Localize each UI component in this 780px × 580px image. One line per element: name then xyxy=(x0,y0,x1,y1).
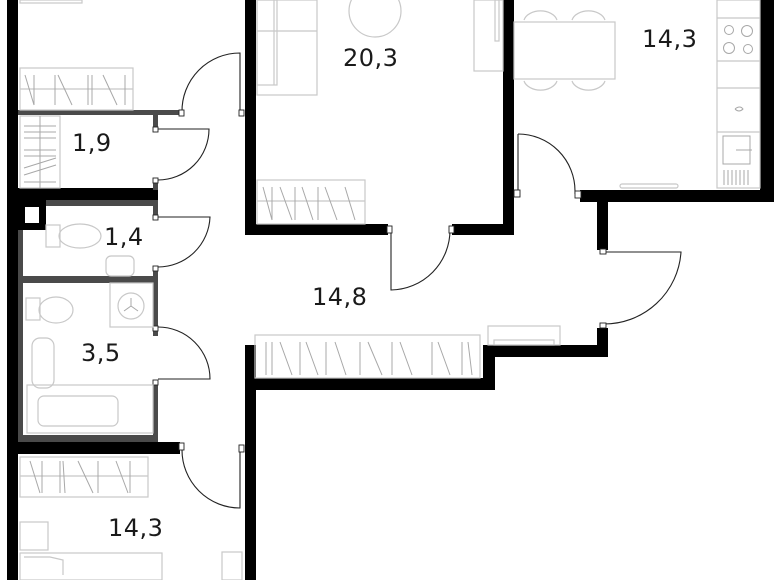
door-toilet[interactable] xyxy=(152,214,211,272)
storage-shelves xyxy=(19,115,61,189)
area-label-toilet: 1,4 xyxy=(104,223,144,251)
dining-table xyxy=(513,10,616,91)
wardrobe-living xyxy=(256,179,366,225)
area-label-storage: 1,9 xyxy=(72,129,112,157)
dresser xyxy=(221,551,243,580)
partition-walls xyxy=(18,110,180,442)
tv-unit xyxy=(473,0,504,72)
sofa xyxy=(256,0,318,96)
area-label-hallway: 14,8 xyxy=(312,283,368,311)
door-bedroom-bottom[interactable] xyxy=(178,442,245,509)
wardrobe-bottom-left xyxy=(19,456,149,498)
sink-wc xyxy=(105,255,135,277)
desk-top-left xyxy=(19,0,83,4)
area-label-kitchen: 14,3 xyxy=(642,25,698,53)
washing-machine xyxy=(109,282,154,328)
radiator-kitchen xyxy=(619,183,679,189)
area-label-bathroom: 3,5 xyxy=(81,339,121,367)
wardrobe-top-left xyxy=(19,67,134,111)
shoe-rack xyxy=(487,325,561,346)
structural-walls xyxy=(7,0,774,580)
wardrobe-hallway xyxy=(254,334,481,379)
sink-bathroom xyxy=(31,337,55,389)
toilet-wc-1 xyxy=(45,223,102,249)
bed xyxy=(19,552,163,580)
area-label-bedroom-bottom: 14,3 xyxy=(108,514,164,542)
toilet-wc-2 xyxy=(25,296,74,324)
kitchen-counter xyxy=(716,0,761,189)
door-storage[interactable] xyxy=(152,126,210,184)
door-bathroom[interactable] xyxy=(152,325,211,386)
nightstand xyxy=(19,521,49,551)
door-kitchen[interactable] xyxy=(513,133,582,199)
bathtub xyxy=(26,384,154,434)
door-bedroom-top[interactable] xyxy=(178,52,245,117)
doors xyxy=(152,52,682,509)
round-rug xyxy=(348,0,402,38)
furniture xyxy=(19,0,761,580)
door-entrance[interactable] xyxy=(599,248,682,329)
area-label-living-room: 20,3 xyxy=(343,44,399,72)
door-living-room[interactable] xyxy=(386,225,455,291)
